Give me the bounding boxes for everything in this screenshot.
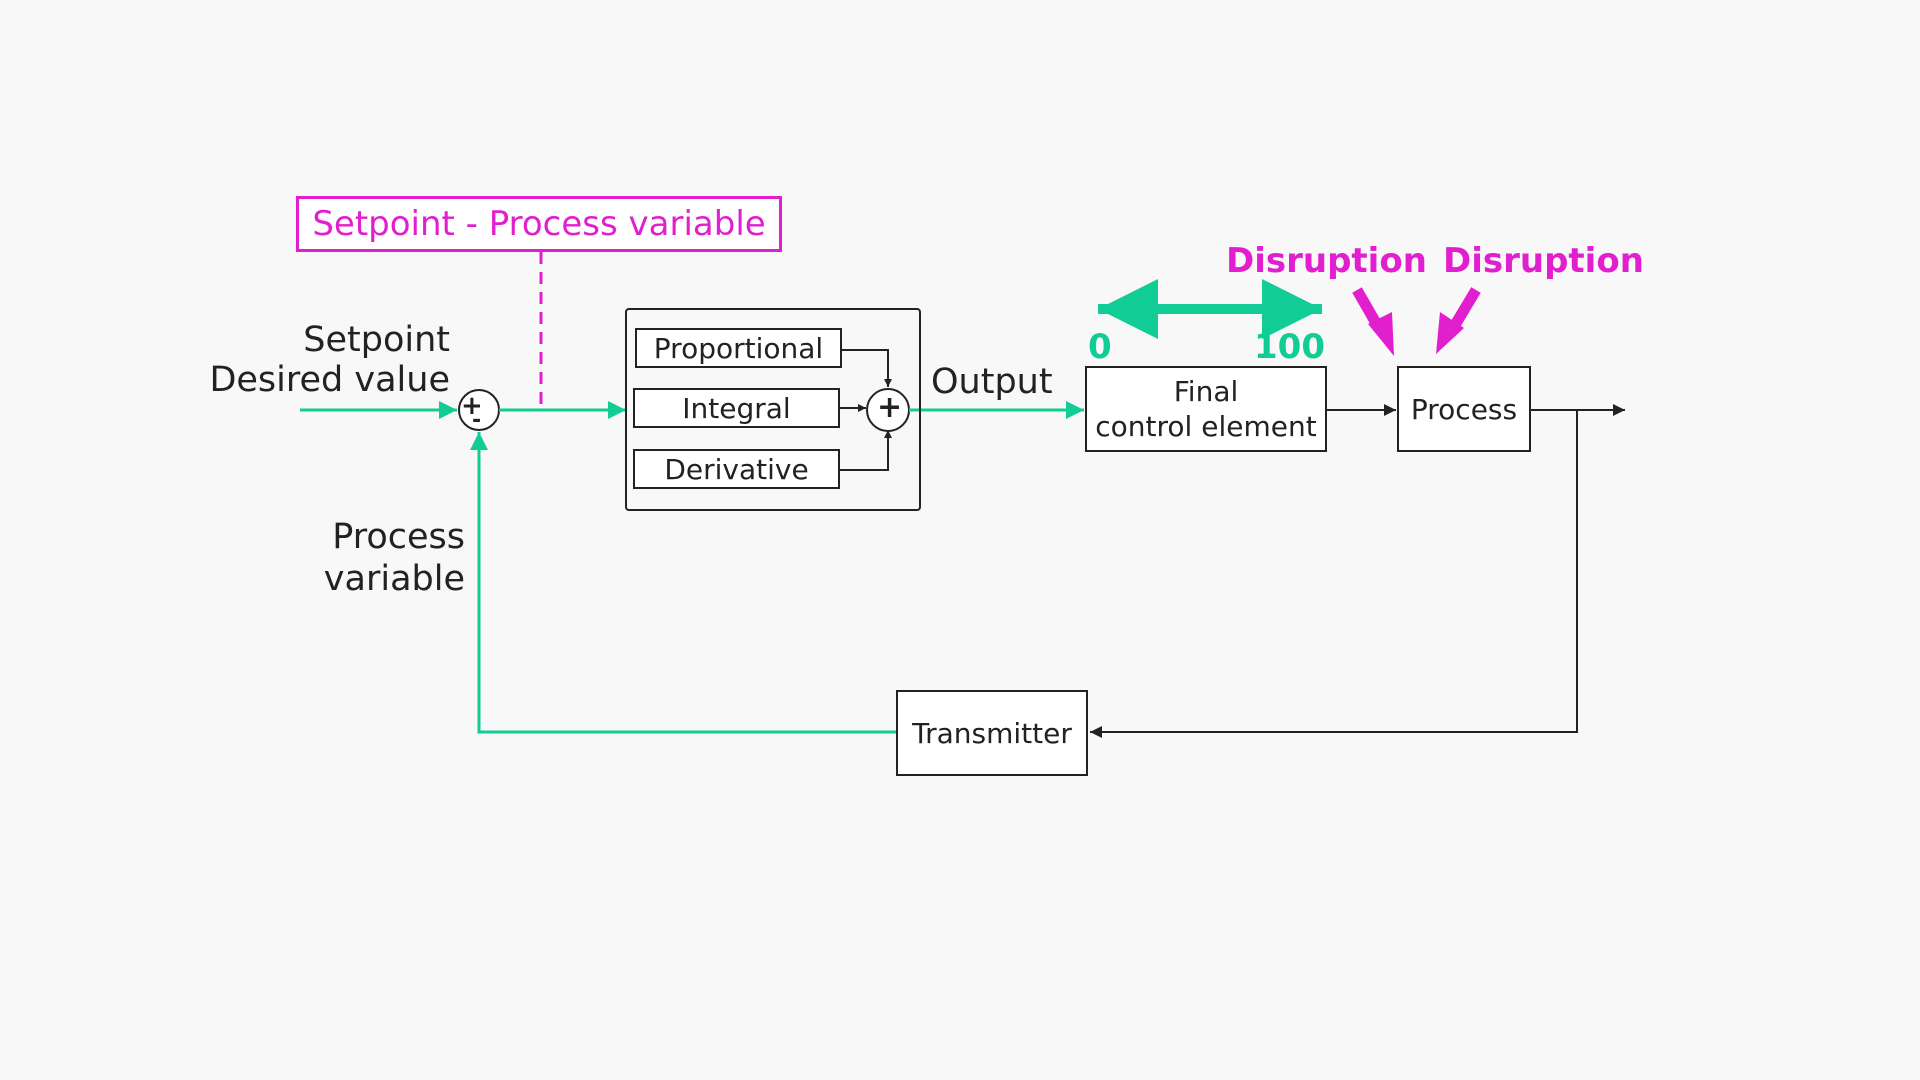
feedback-line xyxy=(1090,410,1578,738)
sum-minus-sign: - xyxy=(472,408,482,433)
pid-sum-plus-sign: + xyxy=(877,390,903,425)
proportional-connector xyxy=(842,349,892,387)
transmitter-block: Transmitter xyxy=(896,690,1088,776)
disruption-arrow-2 xyxy=(1436,287,1481,354)
final-control-element-block: Final control element xyxy=(1085,366,1327,452)
final-control-element-line2: control element xyxy=(1095,410,1317,443)
range-min-label: 0 xyxy=(1088,327,1112,367)
sum-plus-sign: + xyxy=(461,391,483,421)
derivative-block: Derivative xyxy=(633,449,840,489)
output-label: Output xyxy=(931,362,1053,402)
process-variable-label-line2: variable xyxy=(323,559,465,599)
process-variable-label: Process variable xyxy=(324,516,465,600)
range-max-label: 100 xyxy=(1254,327,1325,367)
disruption-label-1: Disruption xyxy=(1226,241,1427,281)
process-variable-line xyxy=(470,432,897,734)
process-block: Process xyxy=(1397,366,1531,452)
pid-controller-frame xyxy=(625,308,921,511)
derivative-connector xyxy=(840,430,892,471)
disruption-arrow-1 xyxy=(1352,287,1394,356)
setpoint-label-line2: Desired value xyxy=(209,360,450,400)
disruption-label-2: Disruption xyxy=(1443,241,1644,281)
process-variable-label-line1: Process xyxy=(332,517,465,557)
setpoint-label-line1: Setpoint xyxy=(303,320,450,360)
final-control-element-line1: Final xyxy=(1173,375,1239,408)
integral-block: Integral xyxy=(633,388,840,428)
error-label: Setpoint - Process variable xyxy=(296,196,782,252)
proportional-block: Proportional xyxy=(635,328,842,368)
setpoint-label: Setpoint Desired value xyxy=(209,320,450,400)
